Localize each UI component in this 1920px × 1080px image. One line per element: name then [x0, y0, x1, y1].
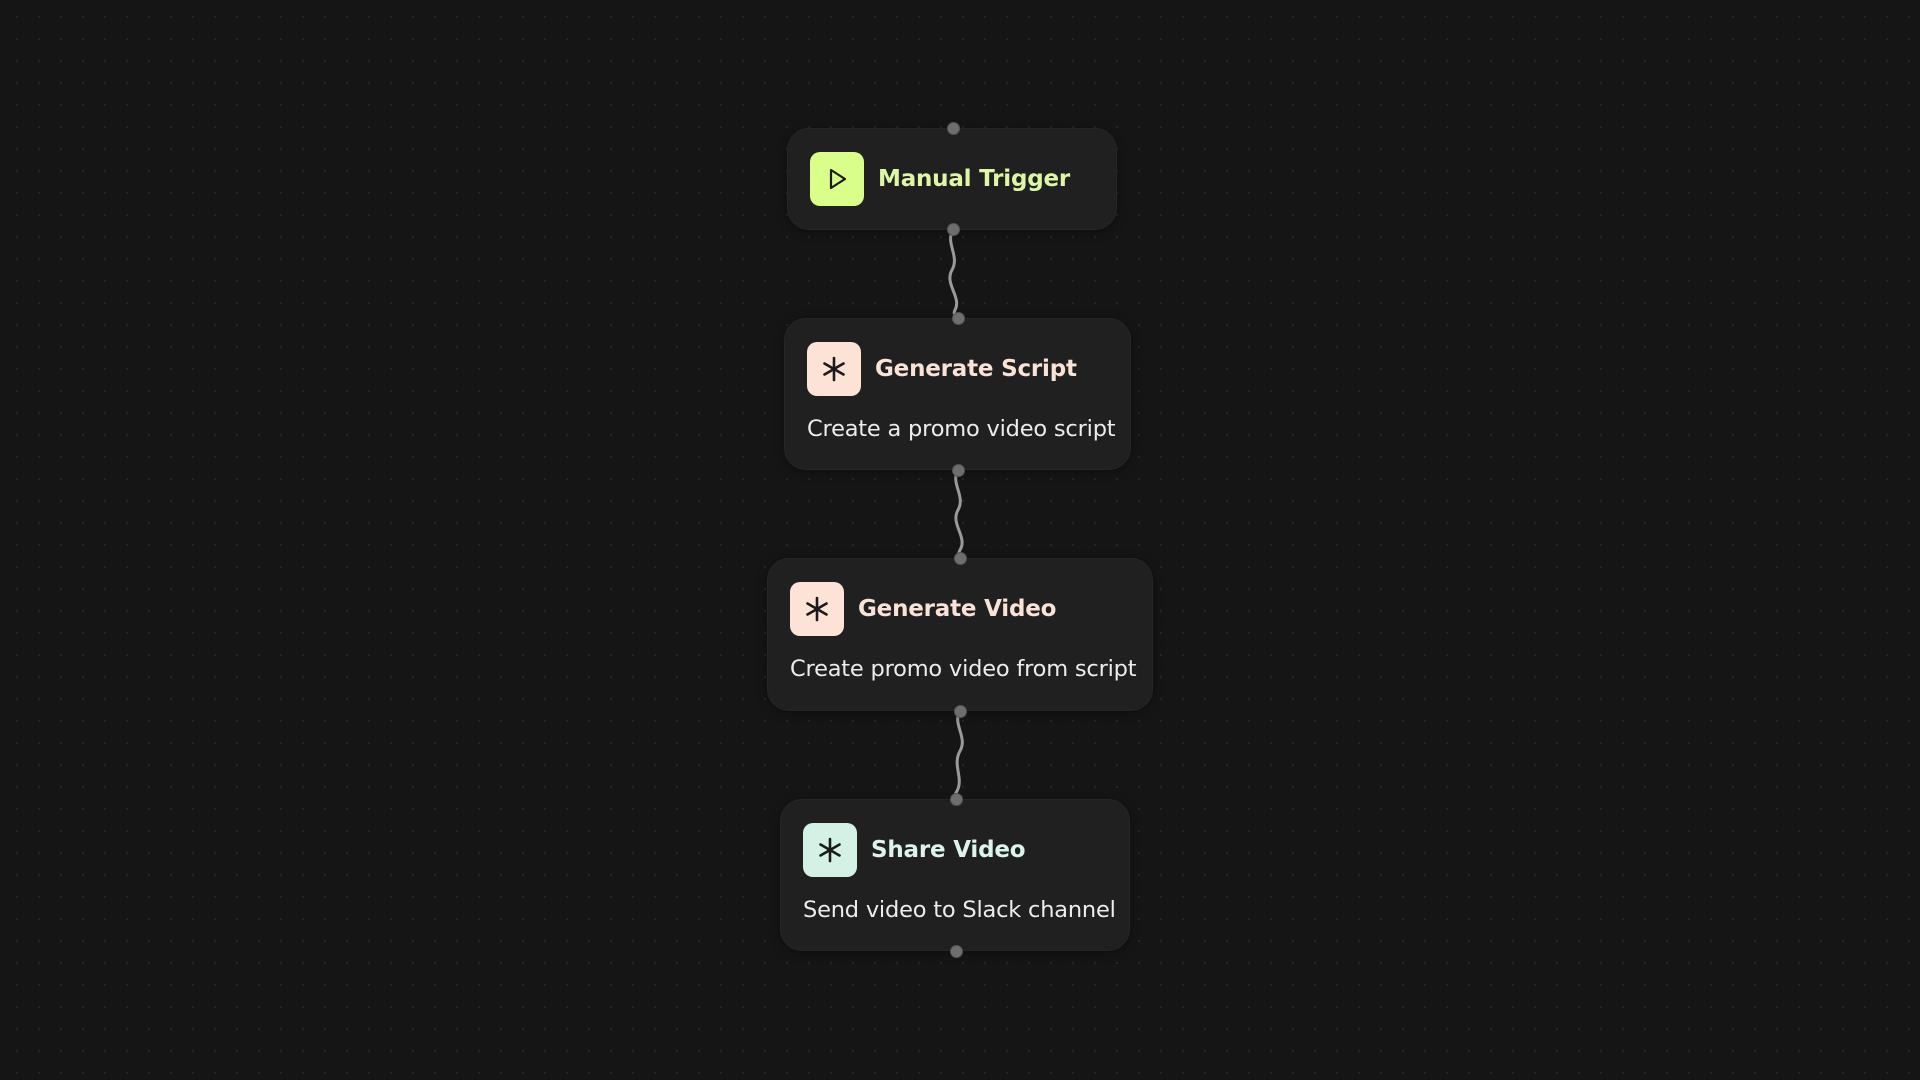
play-icon	[829, 168, 847, 190]
handle-video-output[interactable]	[953, 704, 967, 718]
node-generate-script[interactable]: Generate Script Create a promo video scr…	[784, 318, 1131, 470]
handle-trigger-input[interactable]	[946, 121, 960, 135]
handle-trigger-output[interactable]	[946, 222, 960, 236]
node-title: Share Video	[871, 837, 1026, 863]
node-title: Generate Video	[858, 596, 1057, 622]
node-header: Manual Trigger	[810, 152, 1070, 206]
handle-script-input[interactable]	[951, 311, 965, 325]
node-share-video[interactable]: Share Video Send video to Slack channel	[780, 799, 1130, 951]
node-manual-trigger[interactable]: Manual Trigger	[787, 128, 1117, 230]
node-description: Create a promo video script	[807, 416, 1116, 442]
asterisk-icon	[819, 837, 841, 863]
handle-share-input[interactable]	[949, 792, 963, 806]
node-icon-container	[803, 823, 857, 877]
node-icon-container	[810, 152, 864, 206]
node-generate-video[interactable]: Generate Video Create promo video from s…	[767, 558, 1153, 711]
node-title: Generate Script	[875, 356, 1077, 382]
asterisk-icon	[806, 596, 828, 622]
edge-video-to-share[interactable]	[953, 709, 964, 801]
edge-trigger-to-script[interactable]	[948, 228, 960, 320]
edge-script-to-video[interactable]	[954, 468, 964, 560]
node-header: Generate Video	[790, 582, 1056, 636]
node-icon-container	[807, 342, 861, 396]
node-description: Create promo video from script	[790, 656, 1137, 682]
handle-video-input[interactable]	[953, 551, 967, 565]
handle-script-output[interactable]	[951, 463, 965, 477]
node-title: Manual Trigger	[878, 166, 1071, 192]
node-header: Share Video	[803, 823, 1026, 877]
handle-share-output[interactable]	[949, 944, 963, 958]
node-header: Generate Script	[807, 342, 1077, 396]
asterisk-icon	[823, 356, 845, 382]
node-description: Send video to Slack channel	[803, 897, 1116, 923]
node-icon-container	[790, 582, 844, 636]
